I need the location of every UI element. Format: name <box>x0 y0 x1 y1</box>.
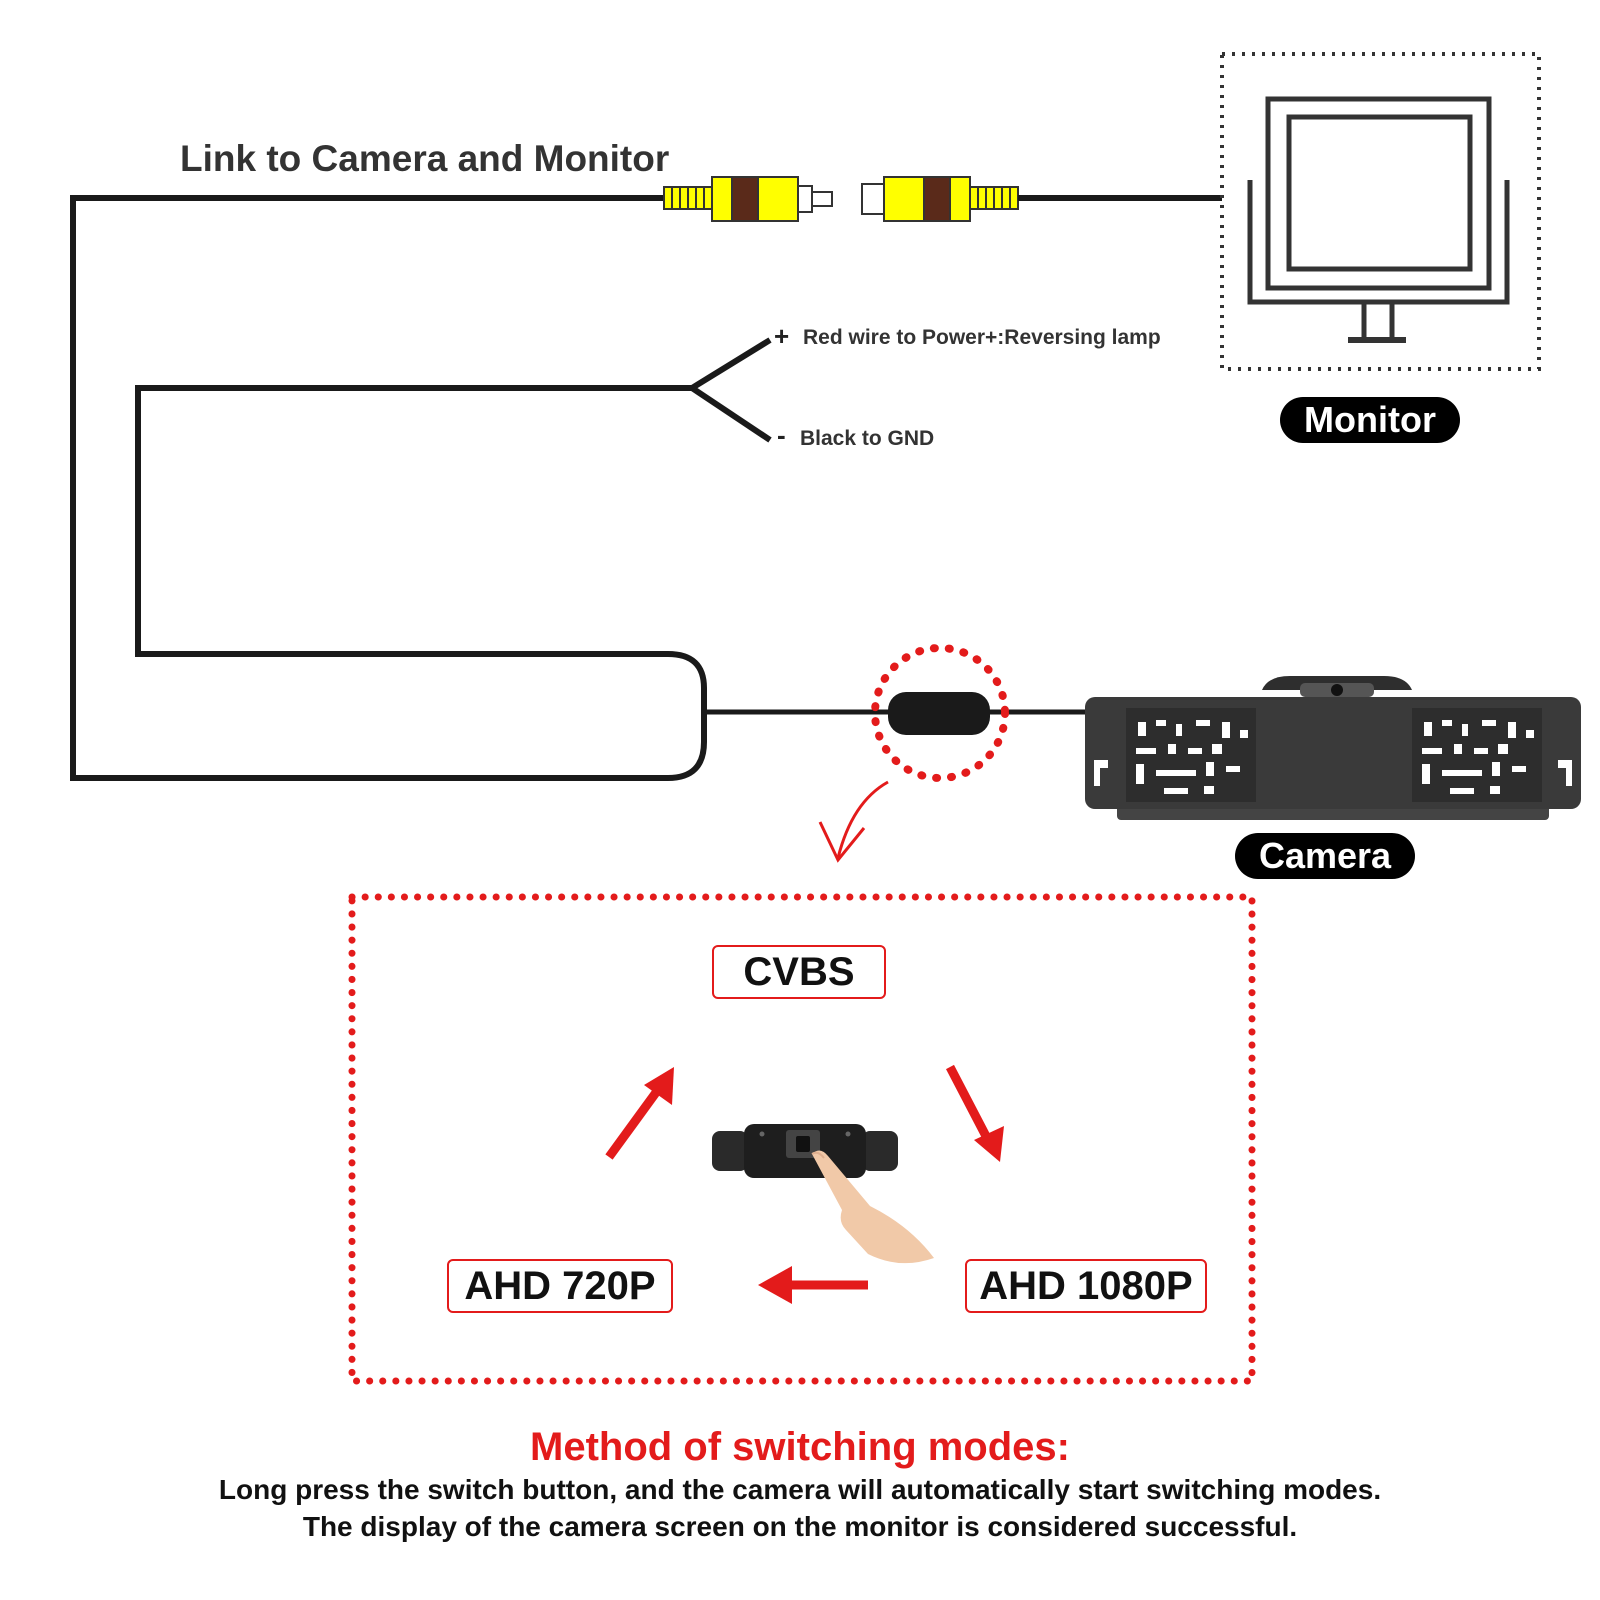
ground-wire-label: Black to GND <box>800 427 935 450</box>
arrow-720-to-cvbs <box>605 1067 674 1160</box>
rca-connector-female <box>861 176 1019 222</box>
curved-pointer-arrowhead <box>818 821 866 863</box>
rca-connector-male <box>663 176 833 222</box>
power-red-wire <box>690 337 772 391</box>
arrow-cvbs-to-1080 <box>946 1064 1004 1162</box>
switch-highlight-circle <box>871 644 1009 782</box>
curved-pointer-arrow <box>836 780 889 859</box>
arrow-1080-to-720 <box>758 1266 868 1304</box>
license-plate-camera <box>1085 676 1581 820</box>
monitor-dotted-frame <box>1220 52 1541 371</box>
monitor-label: Monitor <box>1280 397 1460 443</box>
mode-switch-module <box>888 692 990 735</box>
ground-black-wire <box>690 385 772 443</box>
plus-sign: + <box>774 321 790 351</box>
monitor-icon <box>1247 96 1510 343</box>
mode-cycle-frame <box>348 893 1256 1385</box>
finger-pointer <box>811 1150 934 1264</box>
power-wire-label: Red wire to Power+:Reversing lamp <box>803 326 1161 349</box>
video-cable-wire <box>70 195 665 781</box>
switch-button-photo <box>712 1124 898 1178</box>
mode-ahd1080-box: AHD 1080P <box>965 1259 1207 1313</box>
method-title: Method of switching modes: <box>530 1425 1070 1469</box>
mode-cvbs-box: CVBS <box>712 945 886 999</box>
minus-sign: - <box>777 420 786 450</box>
method-instruction-1: Long press the switch button, and the ca… <box>218 1474 1382 1505</box>
camera-label: Camera <box>1235 833 1415 879</box>
camera-cable-loop <box>135 385 707 781</box>
link-title: Link to Camera and Monitor <box>180 138 670 179</box>
mode-ahd720-box: AHD 720P <box>447 1259 673 1313</box>
method-instruction-2: The display of the camera screen on the … <box>302 1511 1298 1542</box>
